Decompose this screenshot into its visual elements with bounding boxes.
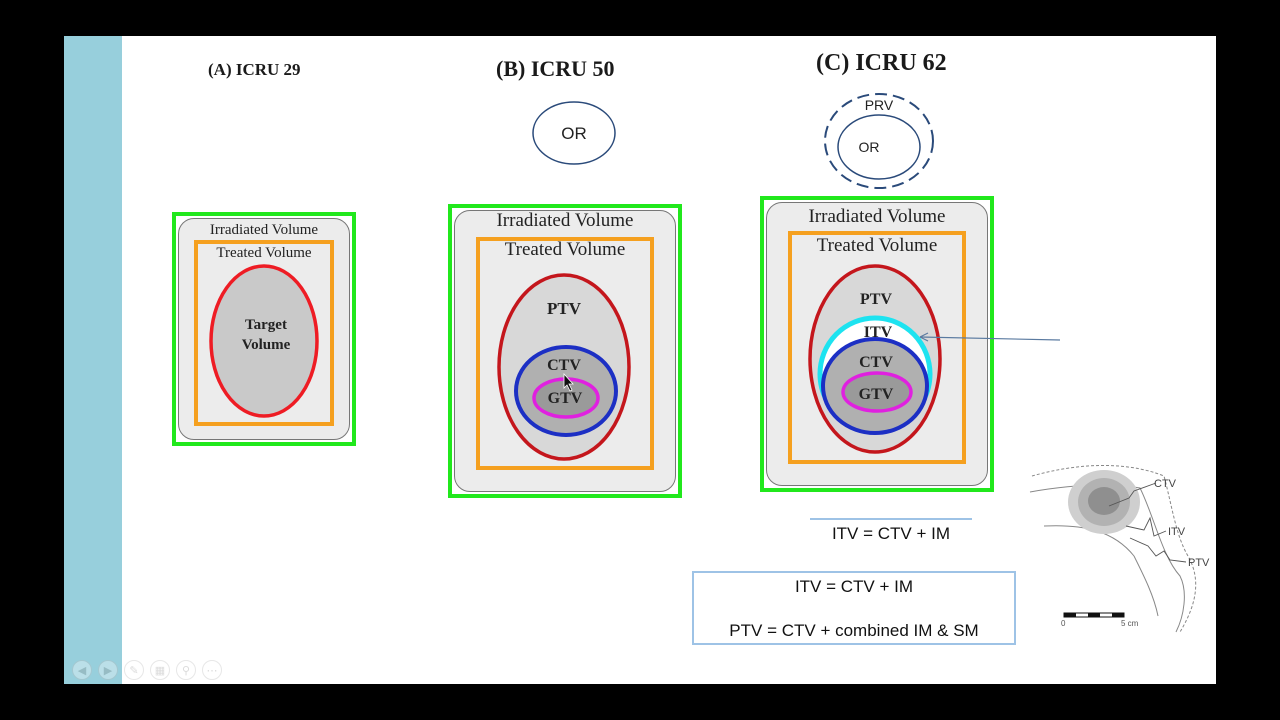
- prv-ellipse: [824, 93, 934, 189]
- panel-c-irradiated-volume-box: [760, 196, 994, 492]
- arrow-right-icon[interactable]: ▶: [98, 660, 118, 680]
- target-label-line1: Target: [245, 317, 287, 333]
- organ-at-risk-ellipse: [532, 101, 616, 165]
- panel-b-irradiated-volume-box: [448, 204, 682, 498]
- ptv-label: PTV: [547, 299, 582, 318]
- gtv-ellipse-c: [841, 371, 913, 413]
- more-icon[interactable]: ⋯: [202, 660, 222, 680]
- arrow-left-icon[interactable]: ◀: [72, 660, 92, 680]
- gtv-label-c: GTV: [859, 386, 894, 403]
- target-volume-ellipse: [209, 264, 319, 418]
- organ-at-risk-label: OR: [561, 124, 587, 143]
- box-ptv-formula: PTV = CTV + combined IM & SM: [729, 621, 979, 640]
- itv-formula: ITV = CTV + IM: [831, 524, 951, 543]
- prv-label: PRV: [865, 97, 894, 113]
- formula-box: [692, 571, 1016, 645]
- anatomy-inset: CTV ITV PTV 0 5 cm: [1029, 465, 1210, 633]
- inset-itv-label: ITV: [1168, 526, 1186, 538]
- scale-bar-seg-3: [1112, 613, 1124, 617]
- inset-lower-contour: [1043, 525, 1159, 617]
- inset-outer-contour: [1031, 465, 1197, 633]
- panel-c-treated-volume-box: [788, 231, 966, 464]
- ptv-label-c: PTV: [860, 291, 892, 308]
- box-itv-formula: ITV = CTV + IM: [794, 577, 914, 596]
- slides-icon[interactable]: ▦: [150, 660, 170, 680]
- panel-b-organ-at-risk: OR: [532, 101, 616, 165]
- panel-a-treated-volume-box: [194, 240, 334, 426]
- slide: (A) ICRU 29 Irradiated Volume Treated Vo…: [64, 36, 1216, 684]
- slideshow-toolbar: ◀ ▶ ✎ ▦ ⚲ ⋯: [72, 660, 222, 680]
- panel-a-heading: (A) ICRU 29: [208, 60, 301, 79]
- inset-ctv-leader: [1108, 482, 1157, 507]
- inset-itv-leader: [1125, 516, 1167, 537]
- formula-rule: [810, 518, 972, 520]
- scale-bar-seg-2: [1088, 613, 1100, 617]
- itv-pointer-line: [919, 336, 1061, 341]
- panel-b-treated-volume-box: [476, 237, 654, 470]
- zoom-icon[interactable]: ⚲: [176, 660, 196, 680]
- panel-c-irradiated-label: Irradiated Volume: [808, 206, 946, 227]
- mouse-cursor-icon: [563, 372, 574, 392]
- panel-b-heading: (B) ICRU 50: [496, 56, 615, 81]
- gtv-label: GTV: [548, 390, 583, 407]
- panel-a-volumes: Target Volume: [209, 264, 319, 418]
- itv-label: ITV: [864, 324, 893, 341]
- panel-c-treated-label: Treated Volume: [816, 235, 938, 256]
- scale-end-label: 5 cm: [1121, 619, 1139, 628]
- scale-start-label: 0: [1061, 619, 1066, 628]
- target-label-line2: Volume: [242, 337, 291, 353]
- panel-b-irradiated-label: Irradiated Volume: [496, 210, 634, 231]
- itv-pointer-arrowhead: [919, 332, 929, 342]
- organ-at-risk-ellipse-c: [837, 114, 921, 180]
- inset-ctv-label: CTV: [1154, 478, 1177, 490]
- panel-b-volumes: PTV CTV GTV: [497, 273, 631, 461]
- panel-a-irradiated-volume-box: [172, 212, 356, 446]
- slide-accent-bar: [64, 36, 122, 684]
- ctv-label-c: CTV: [859, 354, 893, 371]
- scale-bar-seg-1: [1064, 613, 1076, 617]
- organ-at-risk-label-c: OR: [859, 139, 880, 155]
- panel-b-treated-label: Treated Volume: [504, 239, 626, 260]
- pen-icon[interactable]: ✎: [124, 660, 144, 680]
- inset-ptv-leader: [1129, 537, 1187, 563]
- panel-c-heading: (C) ICRU 62: [816, 50, 947, 76]
- panel-a-irradiated-label: Irradiated Volume: [209, 222, 319, 238]
- panel-c-volumes: PTV ITV CTV GTV: [808, 264, 1061, 454]
- panel-c-organ-at-risk: PRV OR: [824, 93, 934, 189]
- ctv-label: CTV: [547, 357, 581, 374]
- inset-ptv-label: PTV: [1188, 557, 1210, 569]
- panel-a-treated-label: Treated Volume: [216, 245, 312, 261]
- inset-ctv-region: [1088, 487, 1120, 515]
